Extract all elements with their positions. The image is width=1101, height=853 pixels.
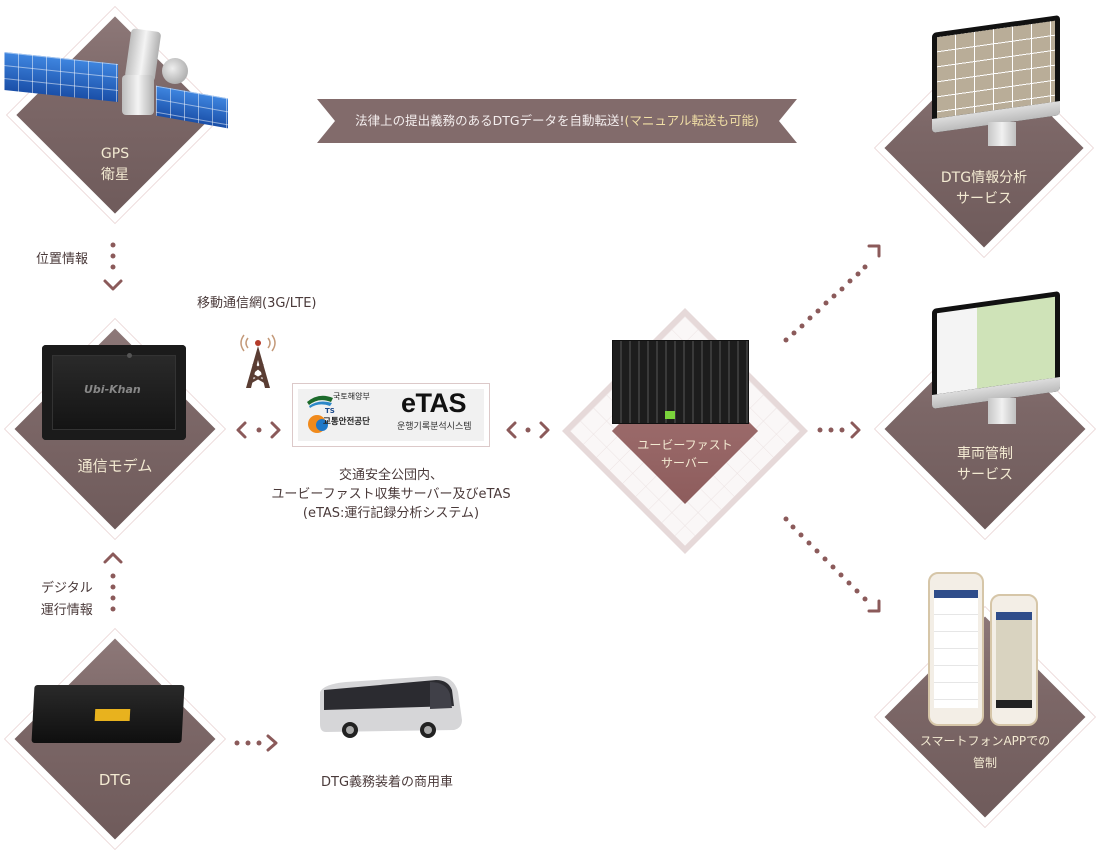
vehicle-control-label-line1: 車両管制 xyxy=(957,446,1013,462)
smartphone-list-icon xyxy=(928,572,984,726)
etas-caption: 交通安全公団内、 ユービーファスト収集サーバー及びeTAS (eTAS:運行記録… xyxy=(256,466,526,523)
arrow-dtg-to-modem xyxy=(103,552,123,612)
vehicle-control-label: 車両管制 サービス xyxy=(874,444,1096,486)
server-rack-icon xyxy=(612,340,749,424)
smartphone-label-line1: スマートフォンAPPでの xyxy=(919,734,1051,748)
auto-transfer-banner: 法律上の提出義務のあるDTGデータを自動転送!(マニュアル転送も可能) xyxy=(317,99,797,143)
monitor-icon xyxy=(932,4,1062,154)
bus-icon xyxy=(316,672,466,740)
dtg-analysis-label: DTG情報分析 サービス xyxy=(874,168,1094,210)
modem-brand: Ubi-Khan xyxy=(84,383,141,396)
arrow-etas-server-bidirectional xyxy=(506,421,550,439)
arrow-modem-etas-bidirectional xyxy=(236,421,281,439)
ts-agency-logo-icon xyxy=(307,395,333,433)
etas-title: eTAS xyxy=(401,388,467,418)
etas-ministry-text: 국토해양부 xyxy=(333,392,370,401)
gps-label: GPS 衛星 xyxy=(6,144,224,186)
digital-info-line1: デジタル xyxy=(41,581,93,596)
smartphone-label: スマートフォンAPPでの 管制 xyxy=(874,730,1096,774)
server-node: ユービーファスト サーバー xyxy=(562,308,808,554)
smartphone-app-node: スマートフォンAPPでの 管制 xyxy=(874,606,1096,828)
etas-agency-text: 교통안전공단 xyxy=(323,417,370,427)
banner-highlight-text: (マニュアル転送も可能) xyxy=(624,113,759,128)
arrow-server-to-smartphone xyxy=(783,516,881,613)
smartphone-map-icon xyxy=(990,594,1038,726)
mobile-network-label: 移動通信網(3G/LTE) xyxy=(197,296,317,311)
arrow-server-to-dtg-analysis xyxy=(783,244,881,343)
banner-main-text: 法律上の提出義務のあるDTGデータを自動転送! xyxy=(355,113,625,128)
arrow-gps-to-modem xyxy=(103,242,123,291)
dtg-analysis-label-line1: DTG情報分析 xyxy=(940,170,1028,186)
digital-info-label: デジタル 運行情報 xyxy=(35,578,93,622)
etas-subtitle: 운행기록분석시스템 xyxy=(397,422,472,432)
dtg-analysis-node: DTG情報分析 サービス xyxy=(874,38,1094,258)
satellite-icon xyxy=(0,20,232,129)
digital-info-line2: 運行情報 xyxy=(40,603,93,618)
location-info-label: 位置情報 xyxy=(36,252,89,267)
bus-caption: DTG義務装着の商用車 xyxy=(321,775,454,790)
etas-ts-mark: TS xyxy=(325,407,335,415)
monitor-map-icon xyxy=(932,280,1062,430)
server-lcd xyxy=(665,411,675,419)
arrow-server-to-vehicle-control xyxy=(817,421,861,439)
cell-tower-icon xyxy=(240,334,276,388)
vehicle-control-label-line2: サービス xyxy=(957,467,1013,483)
gps-label-line2: 衛星 xyxy=(101,167,129,183)
modem-label: 通信モデム xyxy=(77,457,153,475)
banner-ribbon-shape xyxy=(317,99,797,143)
gps-label-line1: GPS xyxy=(100,146,130,162)
etas-caption-line3: (eTAS:運行記録分析システム) xyxy=(302,506,480,521)
dtg-label: DTG xyxy=(98,771,132,789)
dtg-analysis-label-line2: サービス xyxy=(956,191,1012,207)
modem-icon: Ubi-Khan xyxy=(42,345,186,440)
gps-satellite-node: GPS 衛星 xyxy=(6,6,224,224)
etas-caption-line1: 交通安全公団内、 xyxy=(338,468,443,483)
dtg-node: DTG xyxy=(4,628,226,850)
smartphone-label-line2: 管制 xyxy=(972,756,997,770)
arrow-dtg-to-bus xyxy=(234,734,278,752)
banner-text: 法律上の提出義務のあるDTGデータを自動転送!(マニュアル転送も可能) xyxy=(317,99,797,143)
server-label-line2: サーバー xyxy=(661,456,709,470)
etas-caption-line2: ユービーファスト収集サーバー及びeTAS xyxy=(271,487,511,502)
server-label: ユービーファスト サーバー xyxy=(562,436,808,472)
modem-node: 通信モデム xyxy=(4,318,226,540)
server-label-line1: ユービーファスト xyxy=(637,438,733,452)
vehicle-control-node: 車両管制 サービス xyxy=(874,318,1096,540)
etas-logo-box: 국토해양부 TS 교통안전공단 eTAS 운행기록분석시스템 xyxy=(292,383,490,447)
